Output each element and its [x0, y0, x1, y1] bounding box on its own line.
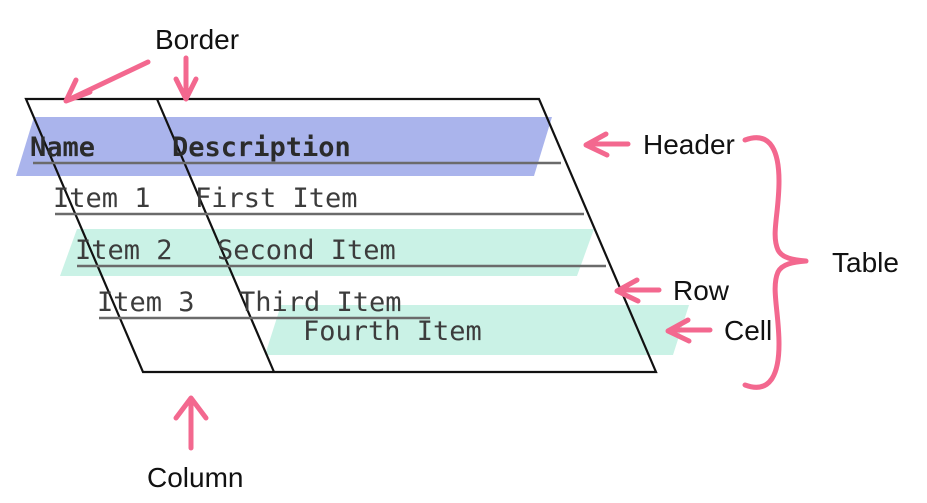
- header-cell-name: Name: [30, 132, 95, 163]
- cell-description-row-2: Second Item: [217, 235, 396, 266]
- cell-name-row-3: Item 3: [97, 287, 195, 318]
- column-arrow-head-icon: [173, 395, 209, 421]
- annotation-label-cell: Cell: [724, 315, 772, 346]
- annotation-label-border: Border: [155, 24, 239, 55]
- table-outline-border: [24, 97, 658, 374]
- annotation-label-header: Header: [643, 129, 735, 160]
- cell-description-row-3: Third Item: [239, 287, 402, 318]
- cell-description-row-1: First Item: [195, 183, 358, 214]
- header-highlight-band: [16, 117, 552, 176]
- row-arrow-head-icon: [614, 277, 641, 304]
- annotation-label-column: Column: [147, 462, 243, 493]
- column-divider-border: [155, 98, 276, 373]
- annotation-label-table: Table: [832, 247, 899, 278]
- cell-name-row-2: Item 2: [75, 235, 173, 266]
- annotation-label-row: Row: [673, 275, 730, 306]
- header-cell-description: Description: [172, 132, 351, 163]
- border-arrow-diagonal-head-icon: [63, 77, 93, 104]
- header-arrow-head-icon: [583, 131, 610, 158]
- table-curly-brace-icon: [742, 135, 809, 390]
- cell-arrow-head-icon: [665, 317, 692, 344]
- row-highlight-band: [60, 229, 594, 276]
- floating-cell-text: Fourth Item: [303, 316, 482, 347]
- cell-name-row-1: Item 1: [53, 183, 151, 214]
- border-arrow-vertical-head-icon: [173, 76, 199, 102]
